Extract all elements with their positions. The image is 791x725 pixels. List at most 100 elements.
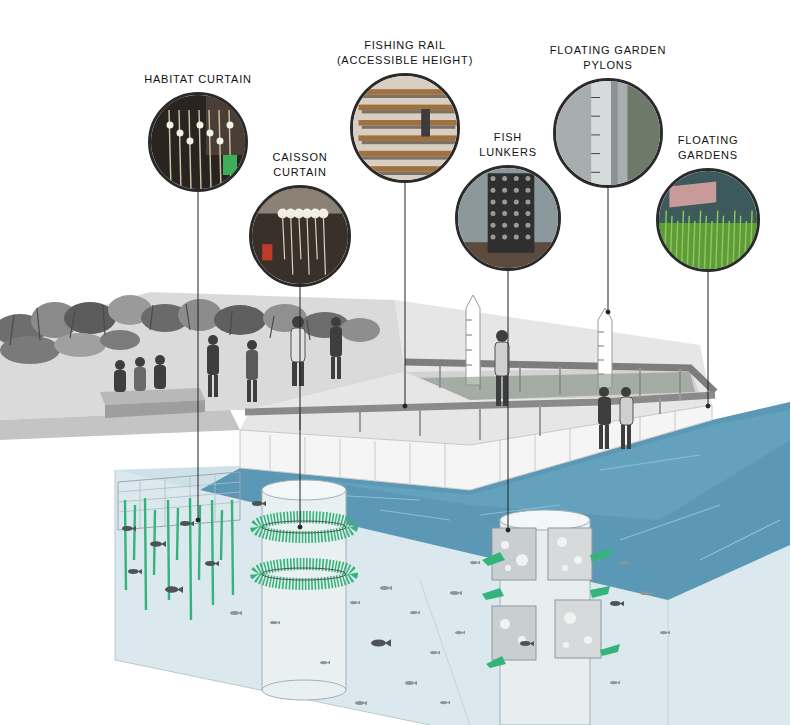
fish-school-part [640, 591, 652, 596]
deck-part [240, 405, 712, 490]
people-part [291, 328, 305, 362]
people-part [135, 357, 145, 367]
habitat-curtain [118, 472, 240, 620]
rail-bar [359, 89, 458, 95]
grass-blade [704, 216, 706, 272]
hanging-root [283, 217, 285, 260]
underwater-section-part [668, 600, 669, 725]
people-part [115, 360, 125, 370]
flower-bloom [227, 122, 234, 129]
pylon-mark [591, 172, 600, 173]
caisson-part [256, 517, 352, 537]
fish-school-part [450, 591, 462, 596]
garden-pylons-part [466, 295, 480, 385]
lunker-hole [502, 234, 507, 239]
lunker-hole [525, 211, 530, 216]
fish-lunker-part [500, 510, 590, 530]
fish-school-part [180, 521, 194, 526]
photo-ground [628, 81, 664, 188]
grass-blade [716, 211, 718, 272]
hanging-string [189, 110, 191, 190]
grass-blade [681, 211, 683, 272]
lunker-hole [525, 223, 530, 228]
vegetation-part [100, 330, 140, 350]
rail-shadow [362, 110, 456, 113]
fish-school-part [410, 611, 420, 615]
fish-lunker-part [562, 565, 568, 571]
hanging-root [291, 217, 293, 275]
grass-blade [710, 221, 712, 272]
people-part [134, 367, 146, 391]
people-part [246, 350, 258, 380]
lunker-hole [490, 188, 495, 193]
garden-pylons-part [466, 320, 472, 365]
fish-lunker-part [574, 556, 582, 564]
caisson-part [262, 521, 346, 533]
grass-blade [733, 211, 735, 272]
grass-blade [756, 216, 758, 272]
lunker-hole [502, 199, 507, 204]
callout-circle: FISH LUNKERS [455, 130, 561, 271]
fish-school-part [270, 621, 280, 625]
flower-bloom [187, 138, 194, 145]
fish-school-part [128, 569, 142, 574]
photo-ground [458, 168, 561, 271]
leader-lines-part [608, 188, 609, 310]
people-part [331, 317, 341, 327]
leader-lines-part [506, 528, 510, 532]
people [114, 316, 633, 449]
fish-school-part [610, 681, 620, 685]
fish-lunker-part [505, 565, 511, 571]
callout-label: FISH LUNKERS [468, 130, 548, 159]
callout-circle: CAISSON CURTAIN [245, 150, 355, 287]
rail-shadow [362, 156, 456, 159]
flower-bloom [197, 122, 204, 129]
callout-label: CAISSON CURTAIN [245, 150, 355, 179]
lunker-hole [490, 223, 495, 228]
rail-shadow [362, 172, 456, 175]
fish-lunker-part [590, 586, 610, 598]
hanging-string [179, 110, 181, 190]
callout-label: FLOATING GARDEN PYLONS [544, 43, 672, 72]
flower-bloom [207, 130, 214, 137]
lunker-hole [514, 188, 519, 193]
photo-inset [148, 92, 248, 192]
fish-school-part [320, 661, 330, 665]
photo-picture [659, 171, 760, 272]
flower-bloom [217, 138, 224, 145]
garden-pylons [466, 295, 612, 388]
callout-label: FLOATING GARDENS [663, 133, 753, 162]
lunker-hole [525, 199, 530, 204]
callout-label: HABITAT CURTAIN [143, 72, 253, 86]
bench-wall-part [105, 400, 205, 418]
lunker-hole [490, 199, 495, 204]
hanging-root [299, 217, 301, 260]
leader-lines-part [198, 192, 199, 518]
callout-circle: FLOATING GARDENS [656, 133, 760, 272]
photo-picture [353, 76, 460, 183]
fish-lunker-part [486, 656, 506, 668]
photo-detail [262, 244, 272, 260]
rail-bar [359, 151, 458, 157]
people-part [503, 376, 508, 406]
fish-school-part [620, 561, 630, 565]
pylon-mark [591, 153, 600, 154]
vegetation-part [340, 318, 380, 342]
rail-shadow [362, 126, 456, 129]
caisson-part [262, 680, 346, 700]
fish-school-part [380, 586, 392, 591]
people-part [247, 380, 251, 402]
lunker-hole [502, 188, 507, 193]
people-part [331, 357, 335, 379]
fish-lunker [482, 510, 620, 725]
people-part [495, 342, 509, 376]
fish-school-part [150, 541, 166, 547]
people-part [207, 345, 219, 375]
grass-blade [670, 216, 672, 272]
lunker-hole [525, 234, 530, 239]
fish-school-part [430, 651, 440, 655]
hanging-string [219, 110, 221, 190]
photo-ground [353, 76, 460, 183]
person-figure [421, 109, 430, 137]
hanging-root [315, 217, 317, 260]
